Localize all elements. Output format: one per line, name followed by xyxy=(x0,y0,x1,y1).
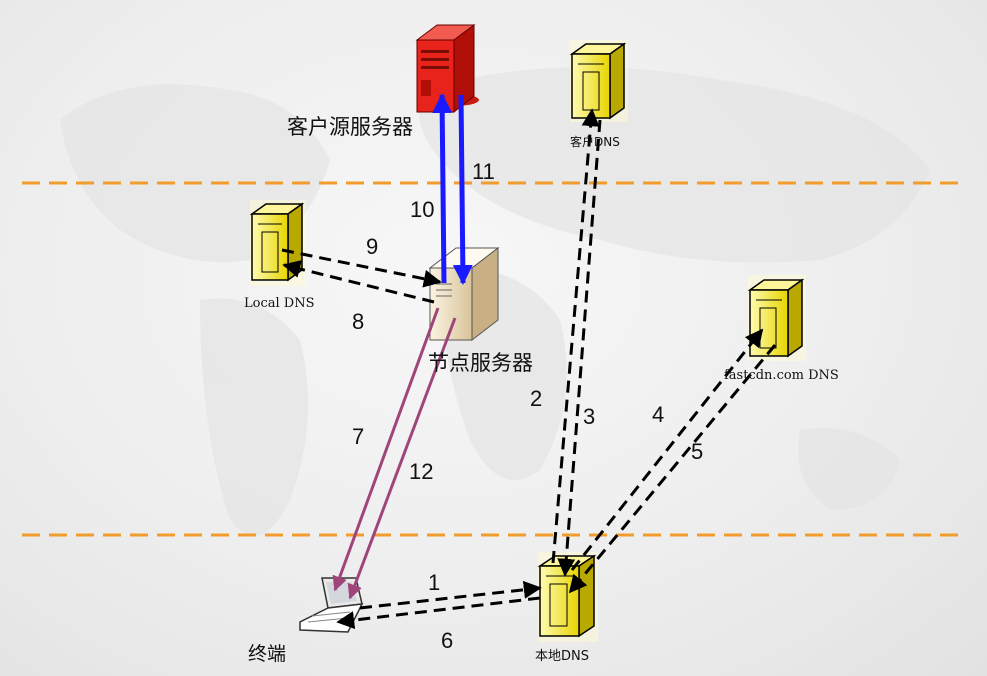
step-3-label: 3 xyxy=(583,404,595,429)
origin-server-icon xyxy=(415,24,479,114)
fastcdn-dns-label: fastcdn.com DNS xyxy=(724,368,839,383)
step-7-arrow xyxy=(332,307,440,592)
step-11-arrow xyxy=(452,94,473,285)
fastcdn-dns-server-icon xyxy=(747,275,806,361)
step-5-arrow xyxy=(568,344,777,594)
local-dns-bottom-server-icon xyxy=(537,552,598,642)
terminal-label: 终端 xyxy=(248,643,286,665)
step-11-label: 11 xyxy=(472,159,495,184)
local-dns-server-icon xyxy=(249,200,306,286)
step-12-label: 12 xyxy=(409,459,433,484)
step-8-label: 8 xyxy=(352,309,364,334)
step-10-label: 10 xyxy=(410,197,434,222)
step-6-arrow xyxy=(336,596,541,630)
step-7-label: 7 xyxy=(352,424,364,449)
step-9-arrow xyxy=(281,248,442,288)
customer-dns-server-icon xyxy=(569,40,628,122)
local-dns-bottom-label: 本地DNS xyxy=(535,649,589,664)
step-6-label: 6 xyxy=(441,628,453,653)
local-dns-label: Local DNS xyxy=(244,296,314,311)
edge-node-label: 节点服务器 xyxy=(428,351,533,375)
step-1-arrow xyxy=(359,580,542,610)
step-10-arrow xyxy=(432,93,453,284)
step-3-arrow xyxy=(557,119,602,577)
step-8-arrow xyxy=(282,260,435,304)
customer-dns-label: 客户DNS xyxy=(570,134,620,149)
step-9-label: 9 xyxy=(366,234,378,259)
step-1-label: 1 xyxy=(428,570,440,595)
terminal-laptop-icon xyxy=(299,577,364,633)
step-2-label: 2 xyxy=(530,386,542,411)
step-4-arrow xyxy=(570,328,764,571)
step-4-label: 4 xyxy=(652,402,664,427)
step-5-label: 5 xyxy=(691,439,703,464)
step-12-arrow xyxy=(347,317,457,600)
origin-server-label: 客户源服务器 xyxy=(287,115,413,139)
